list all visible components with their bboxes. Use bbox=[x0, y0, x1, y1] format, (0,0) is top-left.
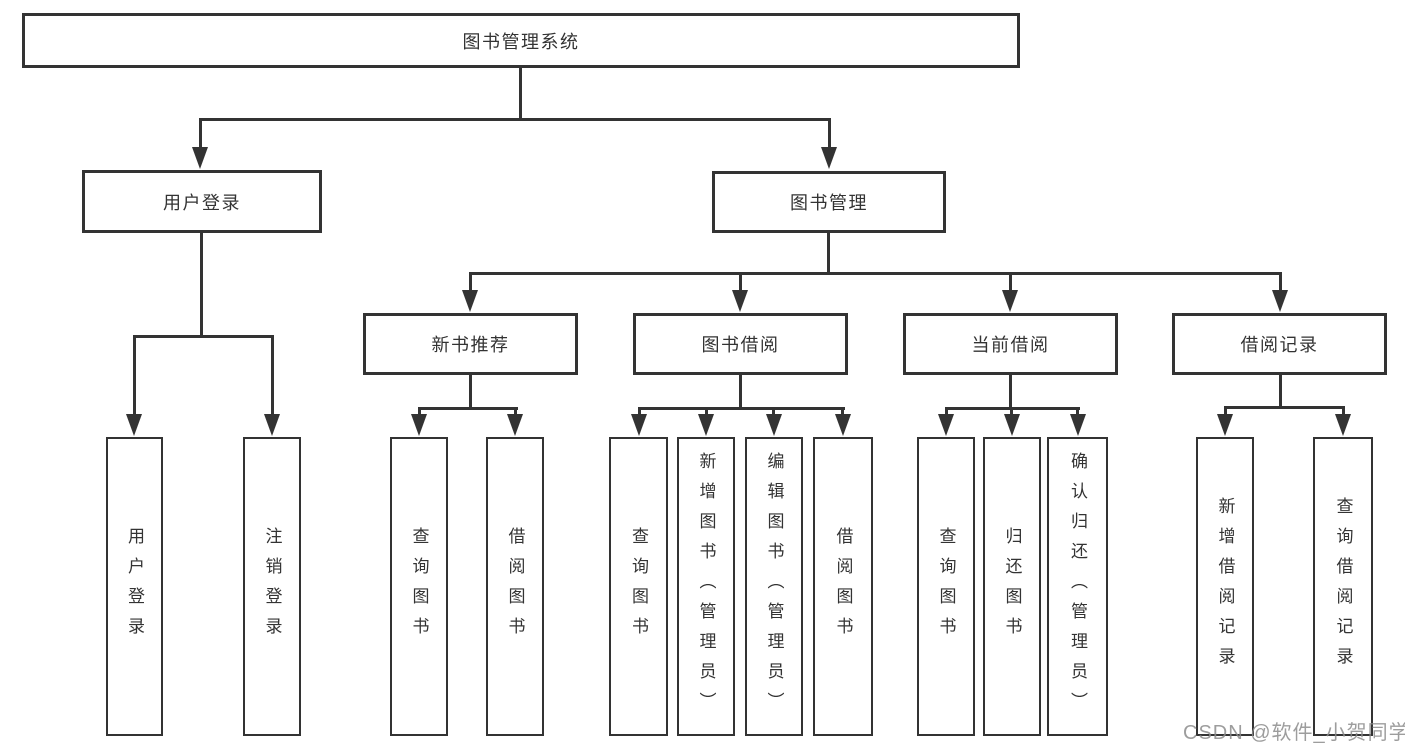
branch-user-login-label: 用户登录 bbox=[163, 192, 241, 213]
connector-line bbox=[638, 407, 845, 410]
leaf-query-borrow-record-box: 查询借阅记录 bbox=[1313, 437, 1373, 736]
arrowhead-down bbox=[631, 414, 647, 436]
connector-line bbox=[469, 272, 472, 292]
leaf-query-books-recommend-box: 查询图书 bbox=[390, 437, 448, 736]
arrowhead-down bbox=[1002, 290, 1018, 312]
leaf-query-books-borrow-box: 查询图书 bbox=[609, 437, 668, 736]
node-new-book-recommend-box: 新书推荐 bbox=[363, 313, 578, 375]
connector-line bbox=[133, 335, 274, 338]
connector-line bbox=[199, 118, 202, 149]
connector-line bbox=[1224, 406, 1345, 409]
connector-line bbox=[1224, 406, 1227, 417]
leaf-logout-label: 注销登录 bbox=[262, 526, 282, 647]
csdn-watermark: CSDN @软件_小贺同学 bbox=[1183, 722, 1405, 744]
connector-line bbox=[1009, 375, 1012, 409]
connector-line bbox=[133, 335, 136, 416]
root-node-box: 图书管理系统 bbox=[22, 13, 1020, 68]
leaf-edit-books-admin-label: 编辑图书（管理员） bbox=[764, 451, 784, 722]
connector-line bbox=[271, 335, 274, 416]
arrowhead-down bbox=[411, 414, 427, 436]
connector-line bbox=[199, 118, 831, 121]
node-current-borrow-box: 当前借阅 bbox=[903, 313, 1118, 375]
leaf-user-login-box: 用户登录 bbox=[106, 437, 163, 736]
leaf-confirm-return-admin-box: 确认归还（管理员） bbox=[1047, 437, 1108, 736]
arrowhead-down bbox=[192, 147, 208, 169]
leaf-add-books-admin-box: 新增图书（管理员） bbox=[677, 437, 735, 736]
arrowhead-down bbox=[1217, 414, 1233, 436]
leaf-borrow-books-recommend-box: 借阅图书 bbox=[486, 437, 544, 736]
connector-line bbox=[1279, 272, 1282, 292]
arrowhead-down bbox=[698, 414, 714, 436]
connector-line bbox=[739, 272, 742, 292]
leaf-query-books-current-label: 查询图书 bbox=[936, 526, 956, 647]
branch-book-management-label: 图书管理 bbox=[790, 193, 868, 213]
leaf-borrow-books-box: 借阅图书 bbox=[813, 437, 873, 736]
leaf-query-books-recommend-label: 查询图书 bbox=[409, 526, 429, 647]
connector-line bbox=[638, 407, 641, 417]
connector-line bbox=[772, 407, 775, 417]
leaf-user-login-label: 用户登录 bbox=[125, 526, 144, 647]
arrowhead-down bbox=[462, 290, 478, 312]
connector-line bbox=[827, 233, 830, 274]
connector-line bbox=[1076, 407, 1079, 417]
leaf-edit-books-admin-box: 编辑图书（管理员） bbox=[745, 437, 803, 736]
connector-line bbox=[418, 407, 518, 410]
connector-line bbox=[469, 272, 1282, 275]
node-current-borrow-label: 当前借阅 bbox=[971, 335, 1050, 355]
leaf-query-borrow-record-label: 查询借阅记录 bbox=[1333, 496, 1353, 677]
leaf-query-books-borrow-label: 查询图书 bbox=[629, 526, 648, 647]
connector-line bbox=[418, 407, 421, 417]
arrowhead-down bbox=[821, 147, 837, 169]
node-borrow-record-box: 借阅记录 bbox=[1172, 313, 1387, 375]
connector-line bbox=[705, 407, 708, 417]
connector-line bbox=[519, 68, 522, 120]
arrowhead-down bbox=[1272, 290, 1288, 312]
node-book-borrow-label: 图书借阅 bbox=[701, 335, 780, 355]
arrowhead-down bbox=[732, 290, 748, 312]
branch-user-login-box: 用户登录 bbox=[82, 170, 322, 233]
arrowhead-down bbox=[835, 414, 851, 436]
leaf-logout-box: 注销登录 bbox=[243, 437, 301, 736]
connector-line bbox=[841, 407, 844, 417]
arrowhead-down bbox=[766, 414, 782, 436]
arrowhead-down bbox=[938, 414, 954, 436]
arrowhead-down bbox=[126, 414, 142, 436]
connector-line bbox=[828, 118, 831, 149]
connector-line bbox=[1342, 406, 1345, 417]
connector-line bbox=[200, 233, 203, 337]
connector-line bbox=[1010, 407, 1013, 417]
connector-line bbox=[945, 407, 948, 417]
connector-line bbox=[1279, 375, 1282, 408]
leaf-return-books-box: 归还图书 bbox=[983, 437, 1041, 736]
node-new-book-recommend-label: 新书推荐 bbox=[431, 335, 510, 355]
arrowhead-down bbox=[264, 414, 280, 436]
node-book-borrow-box: 图书借阅 bbox=[633, 313, 848, 375]
connector-line bbox=[739, 375, 742, 409]
arrowhead-down bbox=[1004, 414, 1020, 436]
connector-line bbox=[514, 407, 517, 417]
connector-line bbox=[469, 375, 472, 409]
arrowhead-down bbox=[507, 414, 523, 436]
leaf-add-borrow-record-box: 新增借阅记录 bbox=[1196, 437, 1254, 736]
arrowhead-down bbox=[1335, 414, 1351, 436]
connector-line bbox=[1009, 272, 1012, 292]
root-node-label: 图书管理系统 bbox=[462, 31, 580, 52]
leaf-add-books-admin-label: 新增图书（管理员） bbox=[696, 451, 716, 722]
leaf-borrow-books-label: 借阅图书 bbox=[833, 526, 853, 647]
node-borrow-record-label: 借阅记录 bbox=[1240, 335, 1319, 355]
leaf-confirm-return-admin-label: 确认归还（管理员） bbox=[1068, 451, 1087, 722]
arrowhead-down bbox=[1070, 414, 1086, 436]
branch-book-management-box: 图书管理 bbox=[712, 171, 946, 233]
leaf-query-books-current-box: 查询图书 bbox=[917, 437, 975, 736]
leaf-add-borrow-record-label: 新增借阅记录 bbox=[1215, 496, 1235, 677]
leaf-return-books-label: 归还图书 bbox=[1002, 526, 1022, 647]
leaf-borrow-books-recommend-label: 借阅图书 bbox=[505, 526, 525, 647]
